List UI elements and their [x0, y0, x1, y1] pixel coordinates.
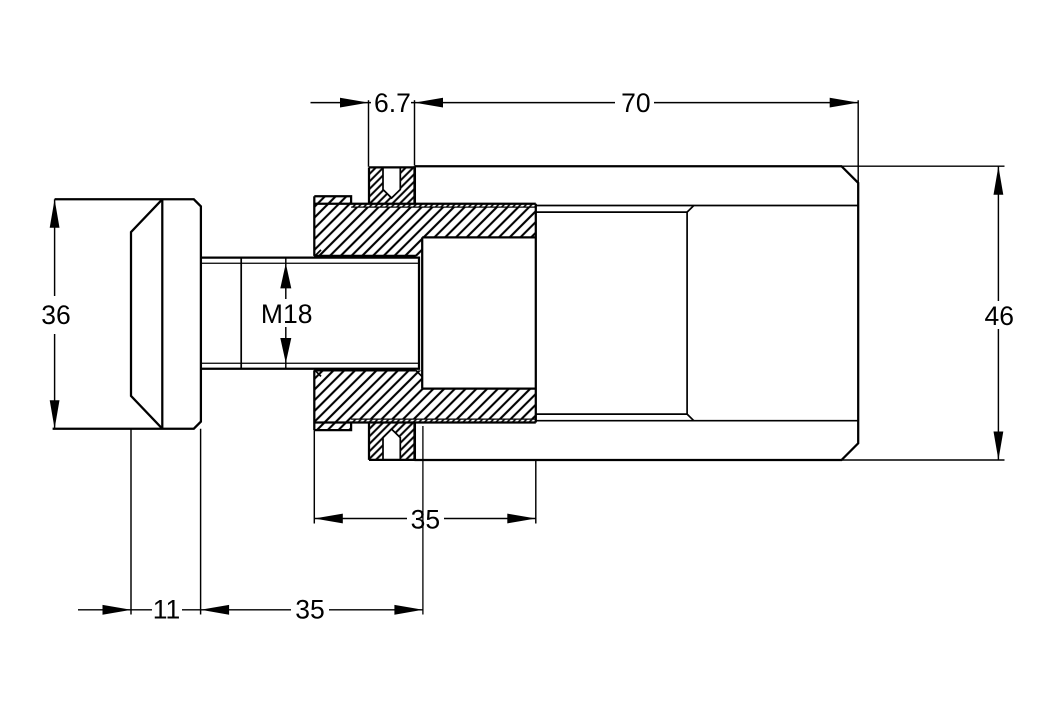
svg-text:46: 46: [984, 301, 1013, 331]
svg-text:35: 35: [295, 595, 324, 625]
svg-text:11: 11: [153, 595, 181, 625]
svg-text:35: 35: [411, 505, 440, 535]
svg-text:70: 70: [621, 88, 650, 118]
svg-text:36: 36: [41, 300, 70, 330]
svg-text:6.7: 6.7: [374, 88, 411, 118]
svg-text:M18: M18: [261, 299, 313, 329]
